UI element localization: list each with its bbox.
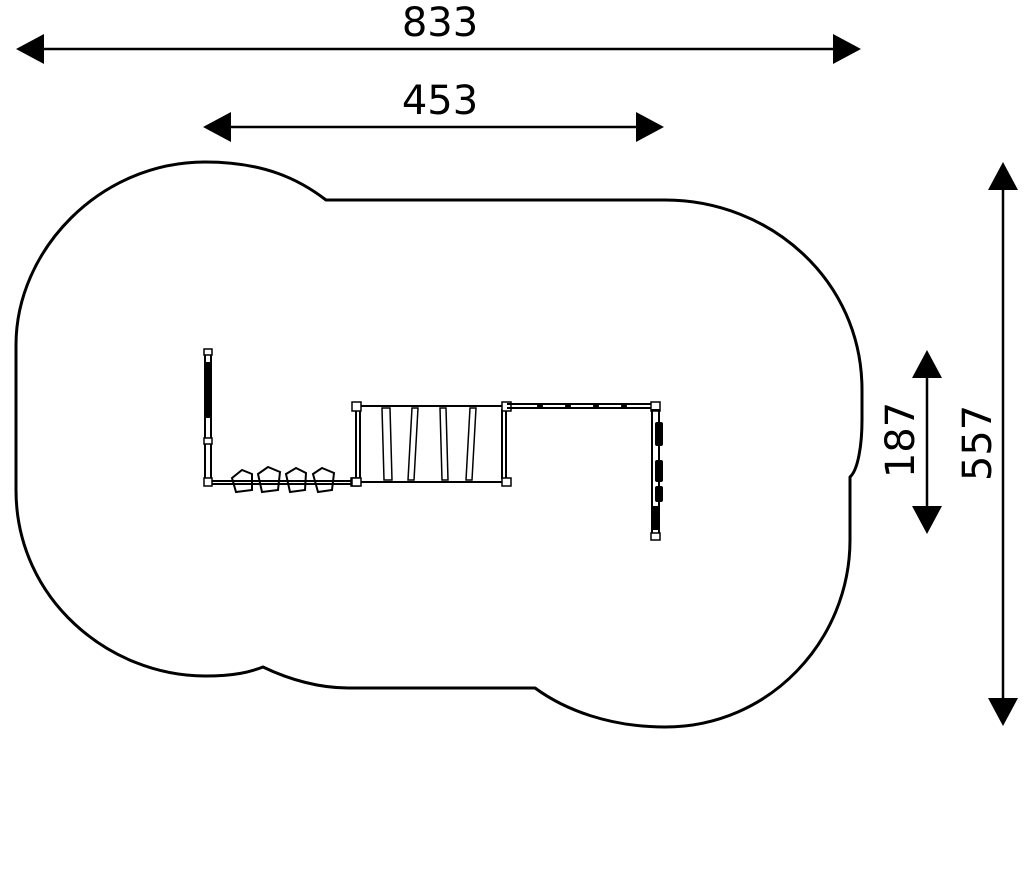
stepping-pad <box>311 466 336 494</box>
equipment-depth-dimension: 187 <box>878 350 942 534</box>
overall-depth-label: 557 <box>955 405 1001 481</box>
equipment-width-label: 453 <box>402 78 478 124</box>
overall-depth-dimension: 557 <box>955 162 1018 726</box>
safety-zone-outline <box>14 160 864 729</box>
overall-width-dimension: 833 <box>16 0 861 64</box>
stepping-pads-beam <box>203 465 360 494</box>
ladder-rung <box>465 407 477 481</box>
ladder-rung <box>407 407 419 481</box>
ladder-frame <box>351 401 512 487</box>
left-vertical-bar <box>203 348 213 483</box>
stepping-pad <box>230 468 253 494</box>
right-vertical-bar <box>650 409 663 541</box>
rail-ring <box>537 403 543 409</box>
top-rail <box>507 401 661 412</box>
ladder-rung <box>439 407 449 481</box>
rail-ring <box>593 403 599 409</box>
stepping-pad <box>284 466 308 494</box>
equipment-plan <box>203 348 663 541</box>
overall-width-label: 833 <box>402 0 478 46</box>
equipment-depth-label: 187 <box>878 402 924 478</box>
ladder-rung <box>381 407 393 481</box>
stepping-pad <box>256 465 282 494</box>
rail-ring <box>565 403 571 409</box>
rail-ring <box>621 403 627 409</box>
equipment-width-dimension: 453 <box>203 78 664 142</box>
